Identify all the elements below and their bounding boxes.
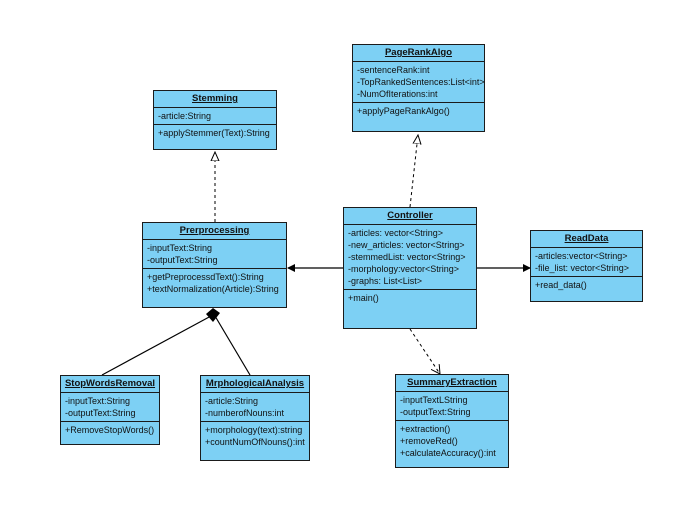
methods-section: +applyPageRankAlgo() [353,102,484,119]
attribute: -articles: vector<String> [348,228,444,238]
preprocessing-stopwords-composition-line [101,315,212,376]
attribute: -NumOfIterations:int [357,89,438,99]
class-title: Stemming [154,91,276,108]
preprocessing-morph-composition-line [214,315,251,376]
method: +read_data() [535,280,587,290]
attribute: -outputText:String [65,408,136,418]
method: +extraction() [400,424,451,434]
attribute: -sentenceRank:int [357,65,430,75]
attributes-section: -articles:vector<String> -file_list: vec… [531,248,642,276]
class-stemming[interactable]: Stemming -article:String +applyStemmer(T… [153,90,277,150]
attribute: -outputText:String [400,407,471,417]
attribute: -graphs: List<List> [348,276,423,286]
class-controller[interactable]: Controller -articles: vector<String> -ne… [343,207,477,329]
attribute: -morphology:vector<String> [348,264,460,274]
method: +morphology(text):string [205,425,303,435]
method: +getPreprocessdText():String [147,272,264,282]
methods-section: +applyStemmer(Text):String [154,124,276,141]
attribute: -TopRankedSentences:List<int> [357,77,485,87]
class-title: SummaryExtraction [396,375,508,392]
class-summaryextraction[interactable]: SummaryExtraction -inputTextLString -out… [395,374,509,468]
class-title: ReadData [531,231,642,248]
method: +applyPageRankAlgo() [357,106,450,116]
attributes-section: -sentenceRank:int -TopRankedSentences:Li… [353,62,485,102]
methods-section: +extraction() +removeRed() +calculateAcc… [396,420,508,461]
method: +applyStemmer(Text):String [158,128,270,138]
class-mrphologicalanalysis[interactable]: MrphologicalAnalysis -article:String -nu… [200,375,310,461]
method: +RemoveStopWords() [65,425,155,435]
class-pagerankalgo[interactable]: PageRankAlgo -sentenceRank:int -TopRanke… [352,44,485,132]
attribute: -article:String [158,111,212,121]
class-preprocessing[interactable]: Prerprocessing -inputText:String -output… [142,222,287,308]
methods-section: +getPreprocessdText():String +textNormal… [143,268,286,297]
method: +removeRed() [400,436,458,446]
attribute: -inputText:String [65,396,131,406]
class-title: Prerprocessing [143,223,286,240]
class-stopwordsremoval[interactable]: StopWordsRemoval -inputText:String -outp… [60,375,160,445]
method: +textNormalization(Article):String [147,284,279,294]
class-title: StopWordsRemoval [61,376,159,393]
method: +countNumOfNouns():int [205,437,305,447]
controller-to-pagerank-dependency [409,135,418,208]
attribute: -articles:vector<String> [535,251,628,261]
attributes-section: -inputTextLString -outputText:String [396,392,508,420]
methods-section: +read_data() [531,276,642,293]
attribute: -stemmedList: vector<String> [348,252,466,262]
attribute: -new_articles: vector<String> [348,240,465,250]
class-title: PageRankAlgo [353,45,484,62]
attribute: -inputText:String [147,243,213,253]
attributes-section: -articles: vector<String> -new_articles:… [344,225,476,289]
controller-to-summary-dependency [409,328,440,374]
attribute: -numberofNouns:int [205,408,285,418]
class-title: Controller [344,208,476,225]
attribute: -article:String [205,396,259,406]
attributes-section: -article:String -numberofNouns:int [201,393,309,421]
methods-section: +main() [344,289,476,306]
attributes-section: -inputText:String -outputText:String [61,393,159,421]
class-title: MrphologicalAnalysis [201,376,309,393]
method: +calculateAccuracy():int [400,448,496,458]
methods-section: +RemoveStopWords() [61,421,159,438]
methods-section: +morphology(text):string +countNumOfNoun… [201,421,309,450]
attributes-section: -article:String [154,108,276,124]
attributes-section: -inputText:String -outputText:String [143,240,286,268]
attribute: -outputText:String [147,255,218,265]
method: +main() [348,293,379,303]
attribute: -inputTextLString [400,395,468,405]
class-readdata[interactable]: ReadData -articles:vector<String> -file_… [530,230,643,302]
composition-diamond [206,308,220,322]
attribute: -file_list: vector<String> [535,263,630,273]
